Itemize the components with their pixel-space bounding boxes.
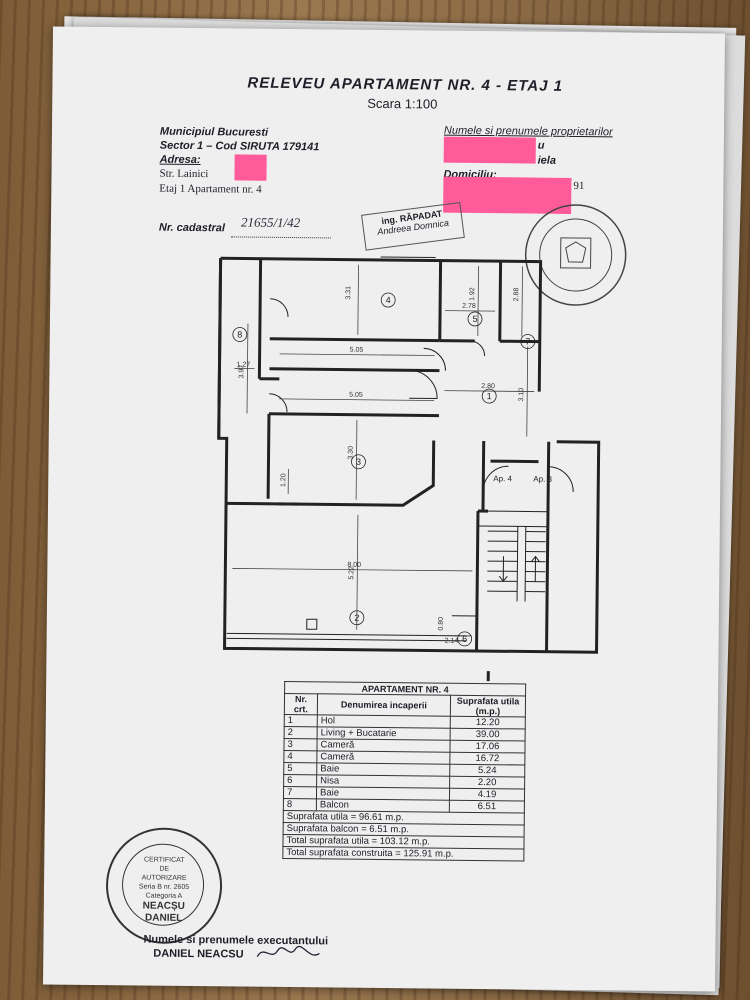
row-name: Baie bbox=[316, 762, 450, 777]
col-area-header: Suprafata utila (m.p.) bbox=[450, 695, 526, 717]
row-name: Baie bbox=[316, 786, 450, 801]
signature-icon bbox=[256, 946, 320, 958]
row-area: 17.06 bbox=[449, 740, 526, 753]
row-area: 16.72 bbox=[449, 752, 525, 765]
dimension-280: 2.80 bbox=[481, 383, 495, 390]
dimension-214: 2.14 bbox=[445, 638, 459, 645]
room-number-4: 4 bbox=[386, 295, 391, 305]
row-nr: 4 bbox=[283, 750, 317, 763]
dimension-505-top: 5.05 bbox=[350, 347, 364, 354]
domicile-fragment: 91 bbox=[573, 179, 585, 193]
dimension-310: 3.10 bbox=[518, 388, 525, 402]
dimension-397: 3.97 bbox=[238, 365, 245, 379]
room-number-1: 1 bbox=[487, 391, 492, 401]
official-round-stamp bbox=[524, 204, 627, 306]
dimension-080: 0.80 bbox=[438, 617, 445, 631]
col-name-header: Denumirea incaperii bbox=[317, 693, 451, 717]
municipality-label: Municipiul Bucuresti bbox=[159, 125, 269, 139]
address-label: Adresa: bbox=[159, 153, 201, 167]
dimension-522: 5.22 bbox=[348, 566, 355, 580]
redaction-box-owner bbox=[443, 136, 536, 164]
row-name: Cameră bbox=[316, 750, 450, 765]
row-name: Living + Bucatarie bbox=[317, 726, 451, 741]
room-number-7: 7 bbox=[525, 336, 530, 346]
redaction-box-street bbox=[234, 154, 267, 181]
owner-name-fragment-1: u bbox=[537, 139, 545, 152]
dimension-192: 1.92 bbox=[469, 287, 476, 301]
dimension-127: 1.27 bbox=[236, 361, 250, 368]
row-name: Nisa bbox=[316, 774, 450, 789]
row-nr: 3 bbox=[283, 738, 318, 751]
document-scale: Scara 1:100 bbox=[367, 95, 438, 112]
dimension-120: 1.20 bbox=[280, 473, 287, 487]
room-number-8: 8 bbox=[237, 329, 242, 339]
row-area: 4.19 bbox=[449, 788, 525, 801]
summary-total-built-area: Total suprafata construita = 125.91 m.p. bbox=[282, 846, 524, 861]
floor-plan: 5.05 5.05 2.78 2.80 3.31 1.92 2.88 3.10 … bbox=[217, 256, 601, 683]
dimension-330: 3.30 bbox=[348, 446, 355, 460]
row-name: Cameră bbox=[316, 738, 451, 753]
dimension-278: 2.78 bbox=[462, 303, 476, 310]
row-nr: 6 bbox=[283, 774, 317, 787]
row-area: 5.24 bbox=[449, 764, 525, 777]
room-number-2: 2 bbox=[354, 613, 359, 623]
neighbor-ap4-label: Ap. 4 bbox=[493, 474, 512, 483]
row-nr: 8 bbox=[283, 798, 317, 811]
room-number-3: 3 bbox=[356, 457, 361, 467]
cadastral-label: Nr. cadastral bbox=[158, 221, 226, 235]
dimension-800: 8.00 bbox=[347, 562, 361, 569]
rooms-table: APARTAMENT NR. 4 Nr. crt. Denumirea inca… bbox=[282, 681, 526, 862]
row-nr: 5 bbox=[283, 762, 317, 775]
row-nr: 2 bbox=[284, 726, 318, 739]
dimension-331: 3.31 bbox=[345, 286, 352, 300]
document-title: RELEVEU APARTAMENT NR. 4 - ETAJ 1 bbox=[247, 74, 564, 95]
dimension-288: 2.88 bbox=[513, 288, 520, 302]
row-nr: 7 bbox=[283, 786, 317, 799]
owner-name-fragment-2: iela bbox=[537, 154, 557, 167]
cert-name-1: NEACȘU bbox=[142, 900, 185, 912]
neighbor-ap3-label: Ap. 3 bbox=[533, 475, 552, 484]
row-area: 12.20 bbox=[450, 716, 526, 729]
certificate-stamp: CERTIFICAT DE AUTORIZARE Seria B nr. 260… bbox=[105, 827, 223, 945]
room-number-5: 5 bbox=[472, 314, 477, 324]
cert-name-2: DANIEL bbox=[145, 912, 183, 924]
coat-of-arms-icon bbox=[560, 237, 592, 269]
floor-apartment-text: Etaj 1 Apartament nr. 4 bbox=[159, 182, 262, 196]
row-area: 6.51 bbox=[449, 800, 525, 813]
street-text: Str. Lainici bbox=[159, 167, 209, 181]
cadastral-value: 21655/1/42 bbox=[240, 214, 301, 231]
dimension-505-mid: 5.05 bbox=[349, 392, 363, 399]
document-sheet: RELEVEU APARTAMENT NR. 4 - ETAJ 1 Scara … bbox=[43, 26, 725, 992]
row-area: 2.20 bbox=[449, 776, 525, 789]
room-number-6: 6 bbox=[462, 634, 467, 644]
sector-label: Sector 1 – Cod SIRUTA 179141 bbox=[159, 139, 320, 154]
row-name: Balcon bbox=[316, 798, 450, 813]
executant-name: DANIEL NEACSU bbox=[153, 947, 244, 961]
row-area: 39.00 bbox=[450, 728, 526, 741]
col-nr-header: Nr. crt. bbox=[284, 693, 318, 715]
row-nr: 1 bbox=[284, 714, 318, 727]
